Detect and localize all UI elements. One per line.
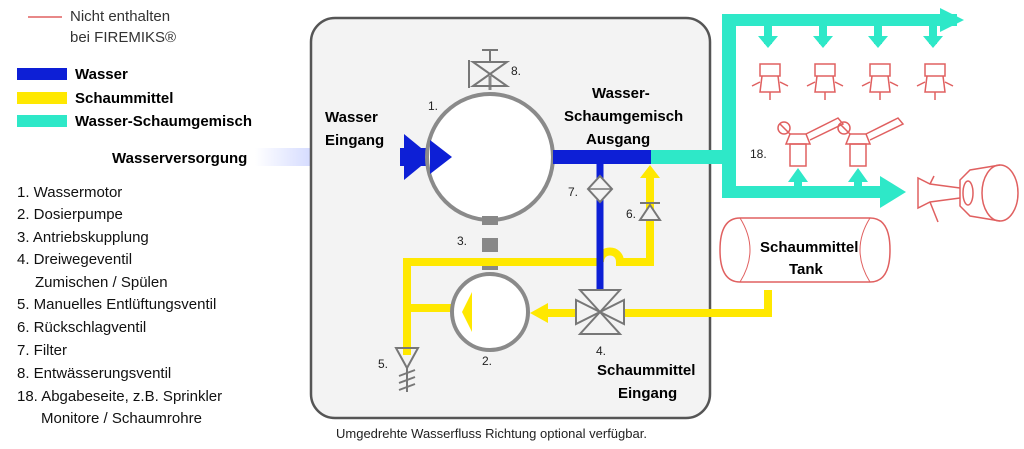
label-num-6: 6. xyxy=(626,207,636,221)
caption: Umgedrehte Wasserfluss Richtung optional… xyxy=(336,426,647,441)
mix-outlet-label-2: Schaumgemisch xyxy=(564,108,683,125)
component-item: 4. Dreiwegeventil xyxy=(17,251,132,268)
component-item: Monitore / Schaumrohre xyxy=(41,410,202,427)
component-item: 18. Abgabeseite, z.B. Sprinkler xyxy=(17,388,222,405)
component-item: 6. Rückschlagventil xyxy=(17,319,146,336)
component-item: 7. Filter xyxy=(17,342,67,359)
foam-agent-check-arrow xyxy=(640,165,660,178)
mixture-bottom-arrow xyxy=(880,176,906,208)
vent-valve-body xyxy=(394,347,420,371)
mix-outlet-label-1: Wasser- xyxy=(592,85,650,102)
mixture-header-top xyxy=(722,14,957,26)
foam-inlet-label-1: Schaummittel xyxy=(597,362,695,379)
foam-agent-tank-line xyxy=(625,290,772,317)
mixture-header-arrow xyxy=(940,8,964,32)
three-way-valve-bottom xyxy=(577,310,623,335)
legend-mixture-label: Wasser-Schaumgemisch xyxy=(75,113,252,130)
foam-agent-pump-arrow xyxy=(530,303,548,323)
foam-tube xyxy=(917,164,1019,223)
label-num-8: 8. xyxy=(511,64,521,78)
foam-monitors xyxy=(777,117,905,167)
foam-tank-label-2: Tank xyxy=(789,261,824,278)
foam-agent-tank xyxy=(719,217,891,283)
mixture-header-bottom xyxy=(722,186,892,198)
component-item: 1. Wassermotor xyxy=(17,184,122,201)
drain-valve-lower xyxy=(469,72,511,87)
water-motor-outlet-pipe xyxy=(553,150,651,164)
foam-tank-label-1: Schaummittel xyxy=(760,239,858,256)
water-supply-label: Wasserversorgung xyxy=(112,150,247,167)
water-inlet-label-2: Eingang xyxy=(325,132,384,149)
sprinkler-heads xyxy=(751,63,954,100)
label-num-2: 2. xyxy=(482,354,492,368)
legend-not-included-line1: Nicht enthalten xyxy=(70,8,170,25)
label-num-1: 1. xyxy=(428,99,438,113)
mix-outlet-label-3: Ausgang xyxy=(586,131,650,148)
vent-valve-hatch-2 xyxy=(398,376,416,384)
label-num-18: 18. xyxy=(750,147,767,161)
component-item: Zumischen / Spülen xyxy=(35,274,168,291)
water-inlet-arrow-inside xyxy=(404,134,432,180)
legend-not-included-line2: bei FIREMIKS® xyxy=(70,29,176,46)
vent-valve-hatch-3 xyxy=(398,383,416,391)
sprinkler-drops xyxy=(758,26,943,48)
vent-valve-hatch-1 xyxy=(398,369,416,377)
legend-foam-agent-swatch xyxy=(17,92,67,104)
component-list: 1. Wassermotor 2. Dosierpumpe 3. Antrieb… xyxy=(17,184,222,427)
three-way-valve-left xyxy=(575,298,603,326)
label-num-7: 7. xyxy=(568,185,578,199)
legend-foam-agent-label: Schaummittel xyxy=(75,90,173,107)
water-inlet-label-1: Wasser xyxy=(325,109,378,126)
legend-water-swatch xyxy=(17,68,67,80)
three-way-valve-right xyxy=(597,298,625,326)
foam-inlet-label-2: Eingang xyxy=(618,385,677,402)
mixture-riser xyxy=(722,14,736,198)
component-item: 5. Manuelles Entlüftungsventil xyxy=(17,296,216,313)
legend-mixture-swatch xyxy=(17,115,67,127)
check-valve xyxy=(638,203,662,221)
monitor-arrows xyxy=(788,168,868,188)
label-num-4: 4. xyxy=(596,344,606,358)
coupling-middle xyxy=(482,238,498,252)
three-way-valve-top xyxy=(577,289,623,314)
label-num-3: 3. xyxy=(457,234,467,248)
water-motor-inlet-arrow xyxy=(430,140,452,174)
legend-water-label: Wasser xyxy=(75,66,128,83)
mixture-outlet-pipe xyxy=(651,150,736,164)
dosing-pump xyxy=(450,272,530,352)
component-item: 2. Dosierpumpe xyxy=(17,206,123,223)
component-item: 8. Entwässerungsventil xyxy=(17,365,171,382)
label-num-5: 5. xyxy=(378,357,388,371)
dosing-pump-arrow xyxy=(462,292,472,332)
component-item: 3. Antriebskupplung xyxy=(17,229,149,246)
foam-agent-line-left xyxy=(403,258,600,355)
coupling-upper xyxy=(482,216,498,225)
